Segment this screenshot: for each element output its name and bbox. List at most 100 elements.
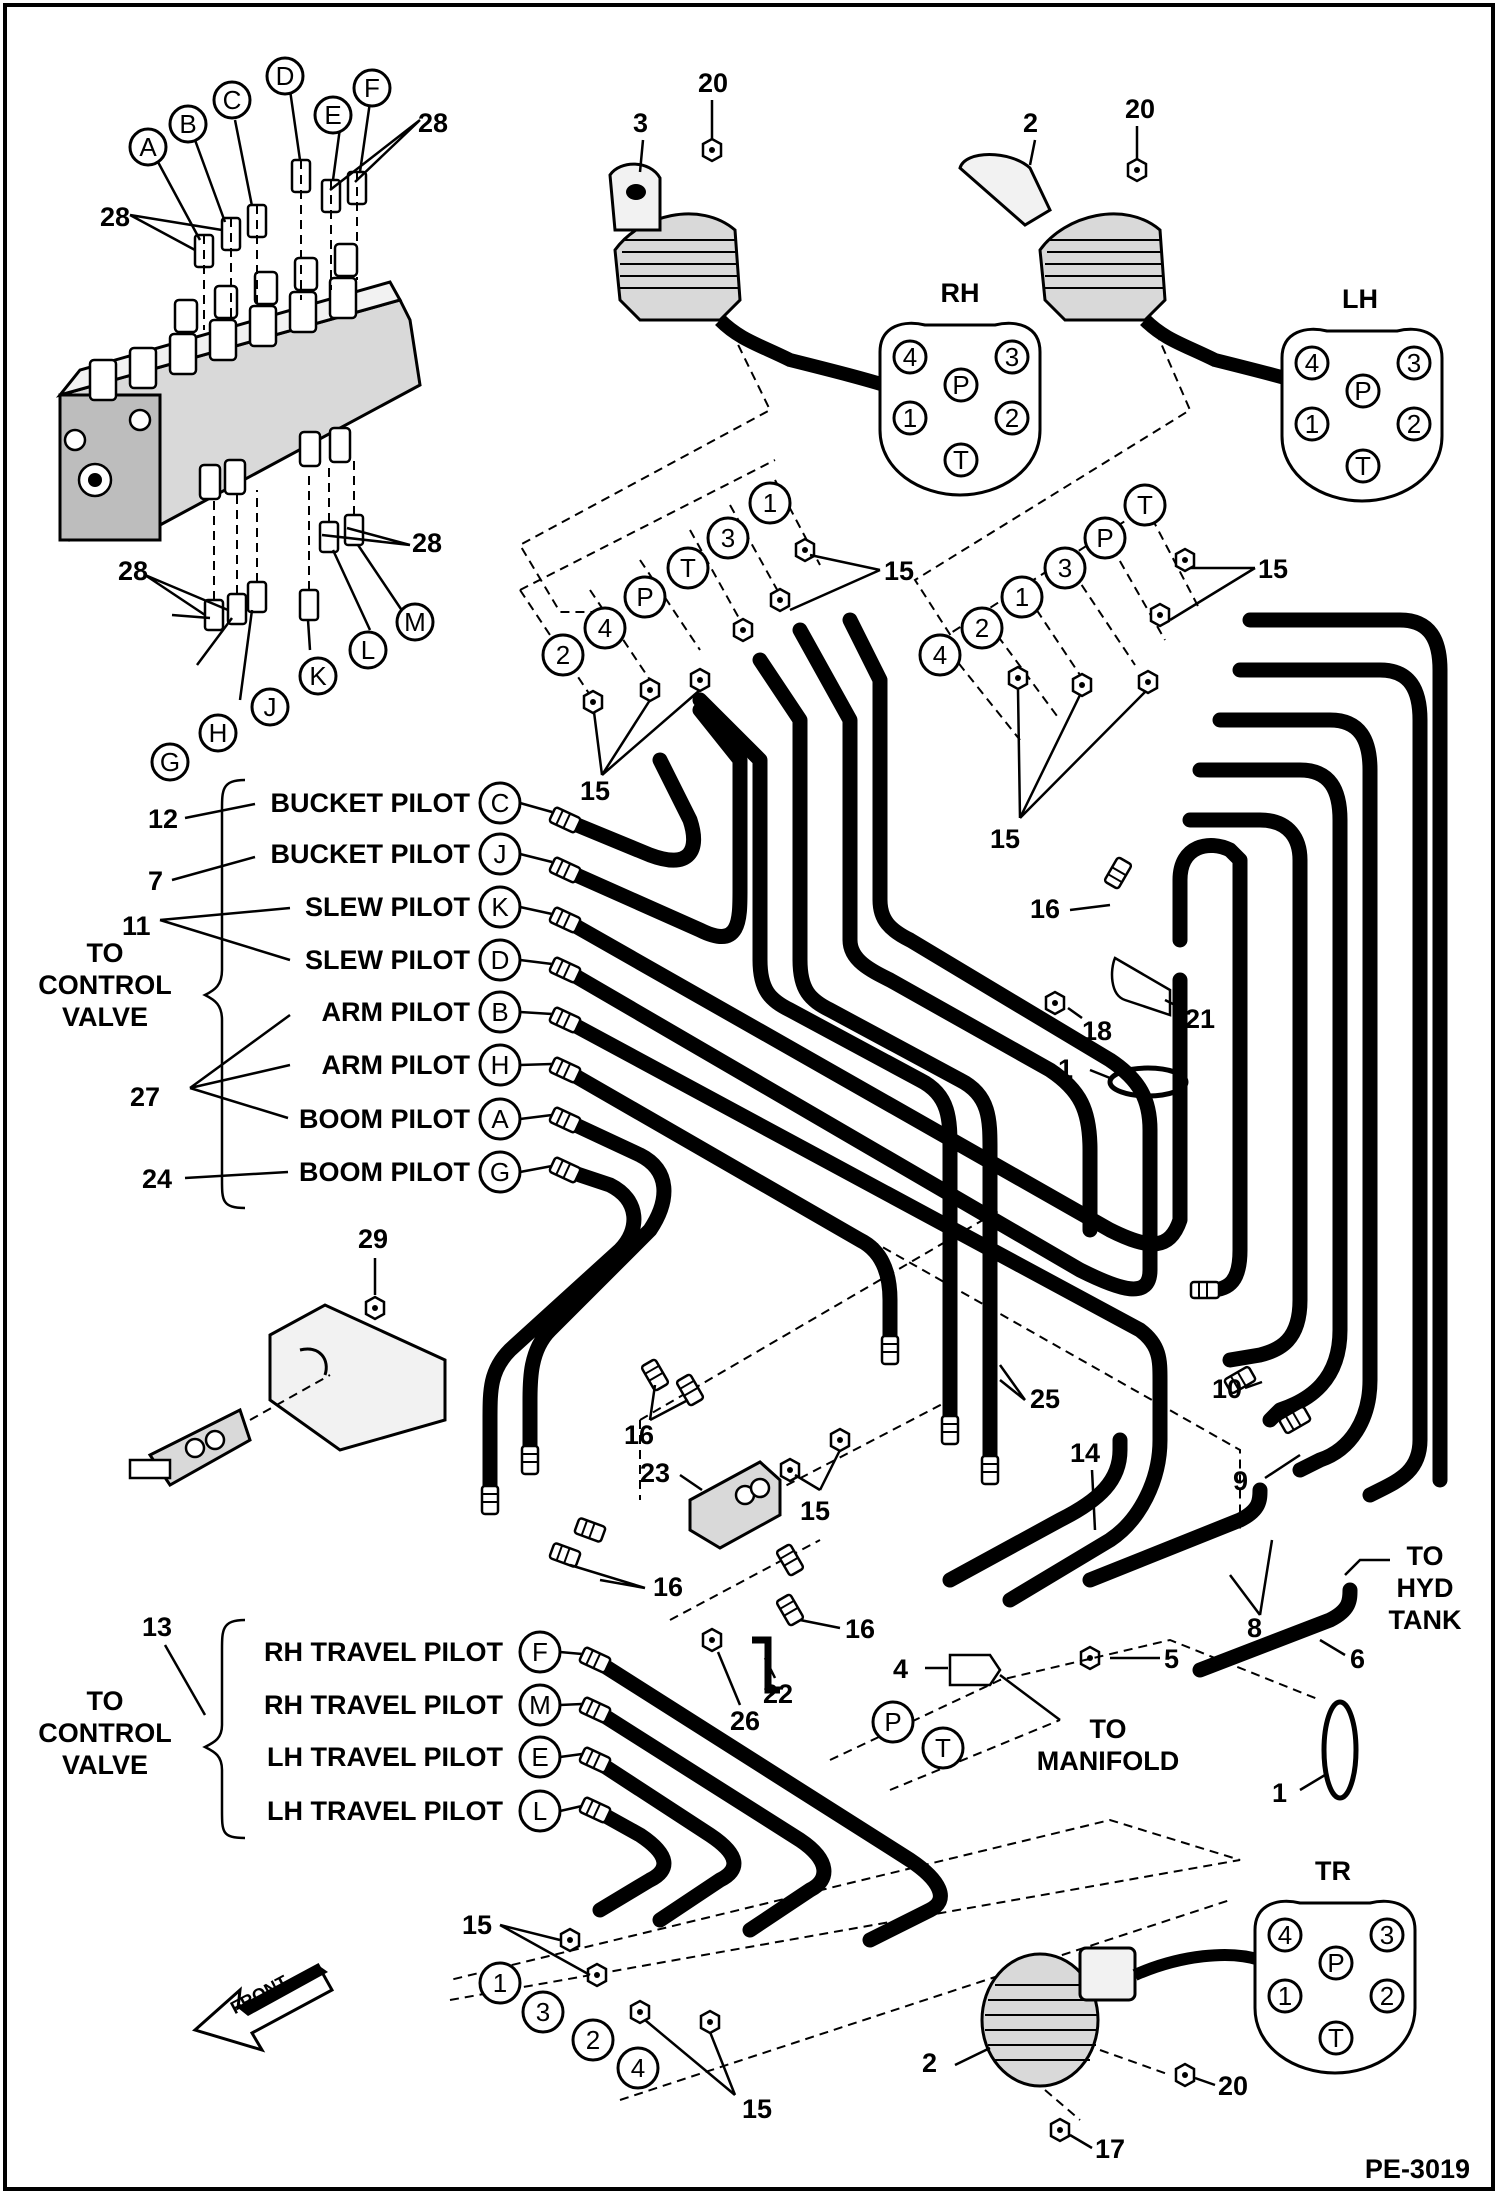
travel-ports: 1 3 2 4 bbox=[478, 1961, 660, 2090]
front-arrow-icon: FRONT bbox=[191, 1962, 335, 2053]
to-manifold-1: TO bbox=[1089, 1714, 1126, 1744]
svg-text:H: H bbox=[209, 718, 228, 748]
pilot-row-boom-g: BOOM PILOT G bbox=[299, 1150, 553, 1194]
callout-8: 8 bbox=[1247, 1613, 1262, 1643]
svg-text:3: 3 bbox=[1005, 342, 1019, 372]
to-hyd-tank-2: HYD bbox=[1396, 1573, 1453, 1603]
callout-20: 21 bbox=[1185, 1004, 1215, 1034]
control-valve-drawing bbox=[55, 89, 422, 701]
callout-22: 22 bbox=[763, 1679, 793, 1709]
svg-text:P: P bbox=[884, 1707, 901, 1737]
to-control-valve-upper-2: CONTROL bbox=[38, 970, 171, 1000]
callout-11-lower: 10 bbox=[1212, 1374, 1242, 1404]
callout-15-rh-upper: 15 bbox=[884, 556, 914, 586]
svg-text:T: T bbox=[1355, 451, 1371, 481]
to-control-valve-upper-1: TO bbox=[86, 938, 123, 968]
travel-row-lh-e: LH TRAVEL PILOT E bbox=[267, 1735, 583, 1779]
callout-21: 20 bbox=[1218, 2071, 1248, 2101]
lh-port-p: P bbox=[1083, 516, 1127, 560]
to-manifold-2: MANIFOLD bbox=[1037, 1746, 1179, 1776]
svg-text:E: E bbox=[531, 1742, 548, 1772]
callout-28-d: 28 bbox=[412, 528, 442, 558]
svg-text:G: G bbox=[490, 1157, 510, 1187]
manifold-port-p: P bbox=[871, 1700, 915, 1744]
tr-connector-title: TR bbox=[1315, 1856, 1351, 1886]
tr-pin-t: T bbox=[1318, 2020, 1354, 2056]
valve-port-g: G bbox=[150, 742, 190, 782]
svg-text:A: A bbox=[139, 132, 157, 162]
callout-16-left: 16 bbox=[653, 1572, 683, 1602]
svg-text:4: 4 bbox=[1305, 348, 1319, 378]
callout-2: 2 bbox=[1023, 108, 1038, 138]
rh-joystick bbox=[518, 162, 903, 613]
svg-text:1: 1 bbox=[1278, 1981, 1292, 2011]
svg-text:H: H bbox=[491, 1050, 510, 1080]
svg-text:3: 3 bbox=[1380, 1920, 1394, 1950]
svg-text:2: 2 bbox=[556, 640, 570, 670]
lh-port-1: 1 bbox=[1000, 575, 1044, 619]
callout-18-lh: 20 bbox=[1125, 94, 1155, 124]
svg-text:D: D bbox=[276, 61, 295, 91]
rh-port-1: 1 bbox=[748, 481, 792, 525]
callout-15-center: 15 bbox=[800, 1496, 830, 1526]
to-hyd-tank-3: TANK bbox=[1389, 1605, 1462, 1635]
to-hyd-tank-1: TO bbox=[1406, 1541, 1443, 1571]
svg-text:P: P bbox=[1354, 376, 1371, 406]
svg-text:T: T bbox=[935, 1733, 951, 1763]
pilot-label: BUCKET PILOT bbox=[271, 788, 471, 818]
pilot-row-boom-a: BOOM PILOT A bbox=[299, 1097, 553, 1141]
valve-port-m: M bbox=[395, 602, 435, 642]
svg-text:A: A bbox=[491, 1104, 509, 1134]
svg-text:ARM PILOT: ARM PILOT bbox=[322, 1050, 471, 1080]
svg-text:RH TRAVEL PILOT: RH TRAVEL PILOT bbox=[264, 1637, 504, 1667]
tr-pin-2: 2 bbox=[1369, 1978, 1405, 2014]
valve-port-a: A bbox=[128, 127, 168, 167]
rh-port-p: P bbox=[623, 575, 667, 619]
svg-text:D: D bbox=[491, 945, 510, 975]
svg-text:E: E bbox=[324, 100, 341, 130]
svg-text:K: K bbox=[491, 892, 509, 922]
lh-port-3: 3 bbox=[1043, 546, 1087, 590]
callout-15-travel-left: 15 bbox=[462, 1910, 492, 1940]
callout-23: 23 bbox=[640, 1458, 670, 1488]
svg-text:B: B bbox=[179, 109, 196, 139]
page-border bbox=[3, 3, 1495, 2191]
drawing-id: PE-3019 bbox=[1365, 2154, 1470, 2184]
svg-text:J: J bbox=[494, 839, 507, 869]
rh-pin-1: 1 bbox=[892, 400, 928, 436]
svg-text:RH TRAVEL PILOT: RH TRAVEL PILOT bbox=[264, 1690, 504, 1720]
svg-text:2: 2 bbox=[975, 613, 989, 643]
svg-text:1: 1 bbox=[763, 488, 777, 518]
callout-1-lower: 1 bbox=[1272, 1778, 1287, 1808]
travel-row-rh-f: RH TRAVEL PILOT F bbox=[264, 1630, 583, 1674]
travel-port-2: 2 bbox=[571, 2018, 615, 2062]
callout-15-rh-lower: 15 bbox=[580, 776, 610, 806]
callout-1-upper: 1 bbox=[1058, 1054, 1073, 1084]
callout-28-a: 28 bbox=[100, 202, 130, 232]
manifold-ports: P T bbox=[871, 1700, 965, 1770]
valve-mount-bracket bbox=[128, 1295, 447, 1487]
to-control-valve-travel-3: VALVE bbox=[62, 1750, 148, 1780]
rh-pin-2: 2 bbox=[994, 400, 1030, 436]
item-12: 12 bbox=[148, 804, 178, 834]
svg-text:3: 3 bbox=[536, 1997, 550, 2027]
valve-port-c: C bbox=[212, 80, 252, 120]
tr-connector: TR 4 3 P 1 2 T bbox=[1253, 1856, 1417, 2075]
svg-text:2: 2 bbox=[1005, 403, 1019, 433]
rh-pin-3: 3 bbox=[994, 339, 1030, 375]
pilot-row-bucket-j: BUCKET PILOT J bbox=[271, 832, 553, 876]
valve-port-b: B bbox=[168, 104, 208, 144]
pilot-row-bucket-c: BUCKET PILOT C bbox=[271, 781, 553, 825]
callout-19: 18 bbox=[1082, 1016, 1112, 1046]
svg-text:T: T bbox=[680, 553, 696, 583]
travel-pedal-valve bbox=[980, 1946, 1262, 2143]
callout-16-center: 16 bbox=[624, 1420, 654, 1450]
lh-pin-p: P bbox=[1345, 373, 1381, 409]
svg-text:K: K bbox=[309, 661, 327, 691]
pilot-port: C bbox=[491, 788, 510, 818]
tr-pin-p: P bbox=[1318, 1945, 1354, 1981]
travel-pilot-labels: RH TRAVEL PILOT F RH TRAVEL PILOT M LH T… bbox=[38, 1612, 583, 1840]
callout-10: 9 bbox=[1233, 1466, 1248, 1496]
lh-pin-t: T bbox=[1345, 448, 1381, 484]
lh-joystick-ports: 4 2 1 3 P T bbox=[918, 483, 1167, 677]
